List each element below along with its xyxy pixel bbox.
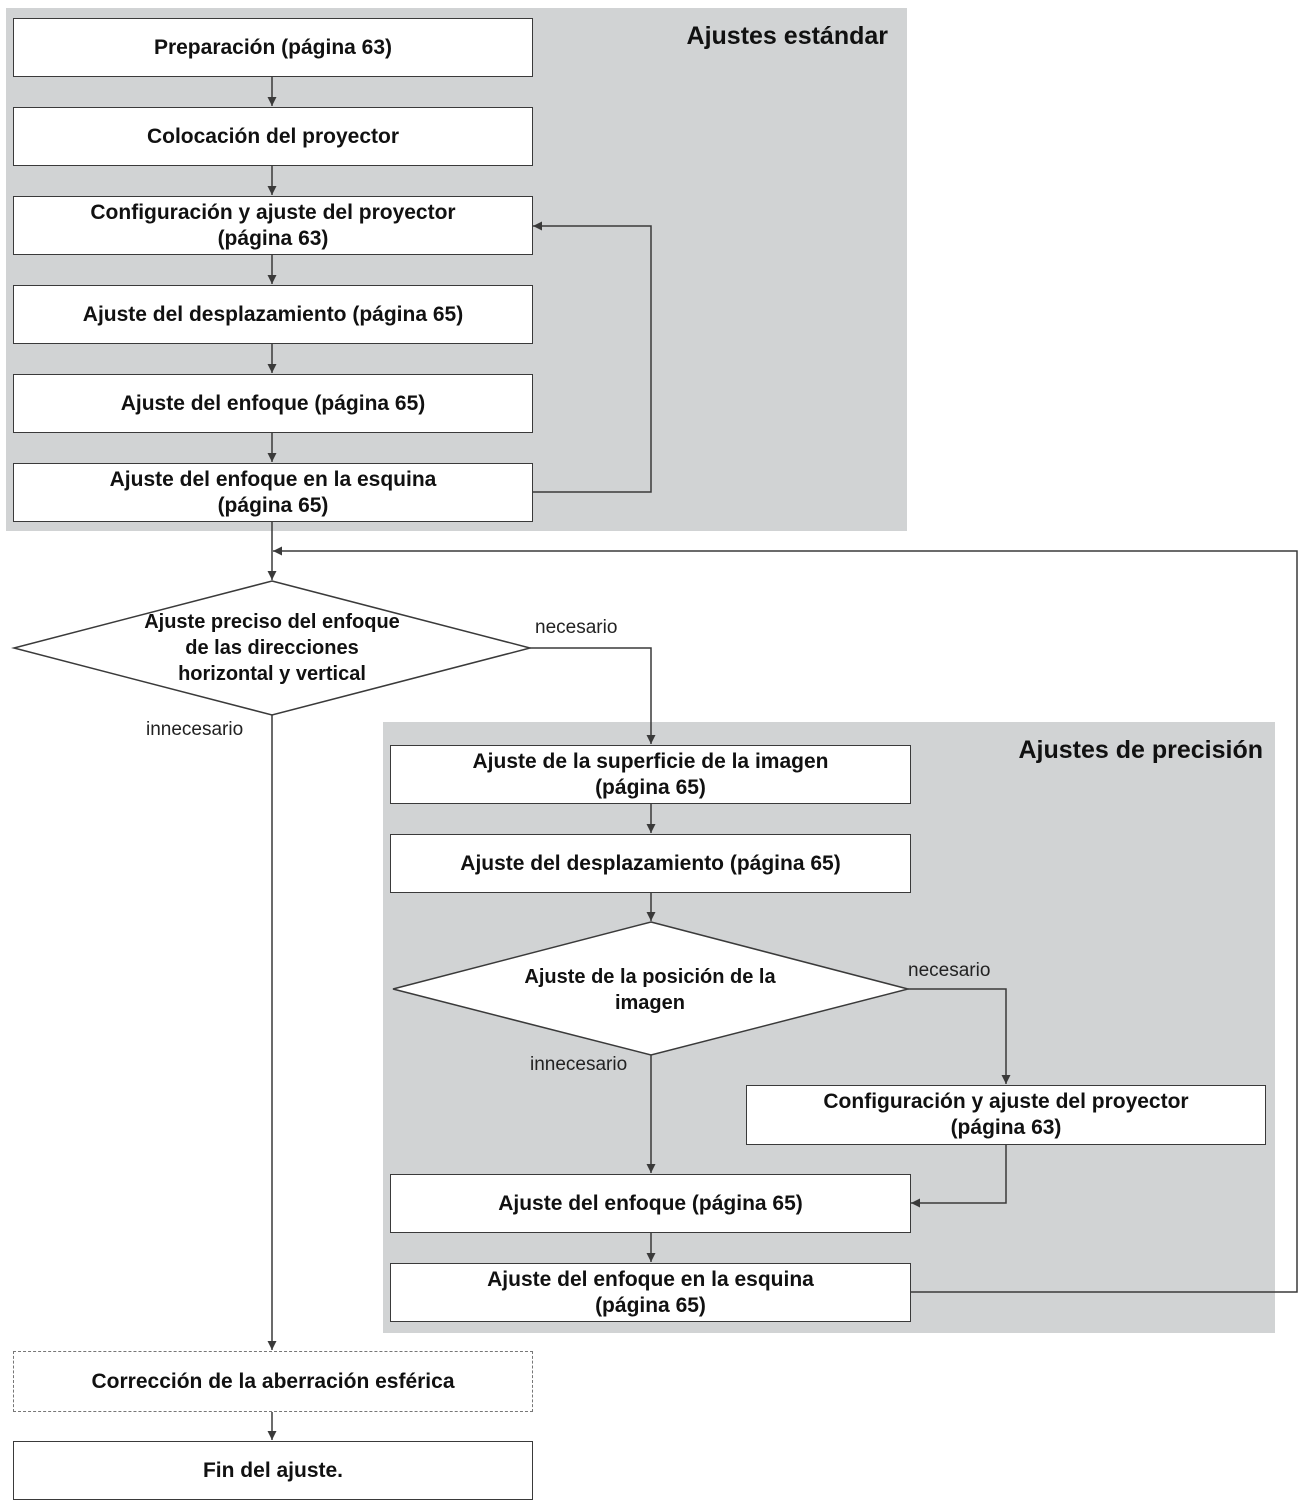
step-aberracion: Corrección de la aberración esférica [13,1351,533,1412]
step-superficie: Ajuste de la superficie de la imagen (pá… [390,745,911,804]
step-p-configuracion-label: Configuración y ajuste del proyector (pá… [823,1090,1189,1139]
decision-fine-focus-label: Ajuste preciso del enfoque de las direcc… [144,611,400,685]
decision-image-position: Ajuste de la posición de la imagen [470,960,830,1020]
arrow-config-to-enfoque [911,1145,1007,1208]
step-p-enfoque-label: Ajuste del enfoque (página 65) [498,1191,803,1215]
loop-esquina-to-config [533,221,652,493]
step-enfoque-label: Ajuste del enfoque (página 65) [120,391,426,415]
edge-label-innecesario-2: innecesario [530,1054,628,1075]
step-preparacion: Preparación (página 63) [13,18,533,77]
decision-fine-focus-shape [11,580,533,716]
step-colocacion: Colocación del proyector [13,107,533,166]
step-p-enfoque-esquina: Ajuste del enfoque en la esquina (página… [390,1263,911,1322]
step-p-configuracion: Configuración y ajuste del proyector (pá… [746,1085,1266,1145]
decision-fine-focus: Ajuste preciso del enfoque de las direcc… [90,603,454,693]
loop-precision-to-decision [273,546,1298,1293]
standard-adjustments-group: Ajustes estándar [6,8,907,531]
arrow-decision-necesario [530,647,656,744]
step-p-desplazamiento: Ajuste del desplazamiento (página 65) [390,834,911,893]
precision-group-title: Ajustes de precisión [1018,736,1263,764]
step-enfoque: Ajuste del enfoque (página 65) [13,374,533,433]
step-aberracion-label: Corrección de la aberración esférica [91,1369,455,1393]
step-desplazamiento: Ajuste del desplazamiento (página 65) [13,285,533,344]
step-preparacion-label: Preparación (página 63) [153,35,393,59]
step-fin-label: Fin del ajuste. [202,1458,344,1482]
step-superficie-label: Ajuste de la superficie de la imagen (pá… [472,749,829,799]
step-desplazamiento-label: Ajuste del desplazamiento (página 65) [82,302,464,326]
step-p-enfoque-esquina-label: Ajuste del enfoque en la esquina (página… [487,1267,814,1317]
step-enfoque-esquina: Ajuste del enfoque en la esquina (página… [13,463,533,522]
step-fin: Fin del ajuste. [13,1441,533,1500]
step-enfoque-esquina-label: Ajuste del enfoque en la esquina (página… [109,467,437,517]
edge-label-innecesario-1: innecesario [146,719,244,740]
step-colocacion-label: Colocación del proyector [146,124,400,148]
step-configuracion-label: Configuración y ajuste del proyector (pá… [90,200,456,250]
arrow-posicion-necesario [908,988,1011,1084]
edge-label-necesario-2: necesario [908,960,991,981]
decision-image-position-label: Ajuste de la posición de la imagen [524,966,776,1014]
standard-group-title: Ajustes estándar [686,22,888,50]
step-p-desplazamiento-label: Ajuste del desplazamiento (página 65) [460,851,841,875]
step-p-enfoque: Ajuste del enfoque (página 65) [390,1174,911,1233]
step-configuracion: Configuración y ajuste del proyector (pá… [13,196,533,255]
decision-image-position-shape [392,921,911,1056]
edge-label-necesario-1: necesario [535,617,618,638]
